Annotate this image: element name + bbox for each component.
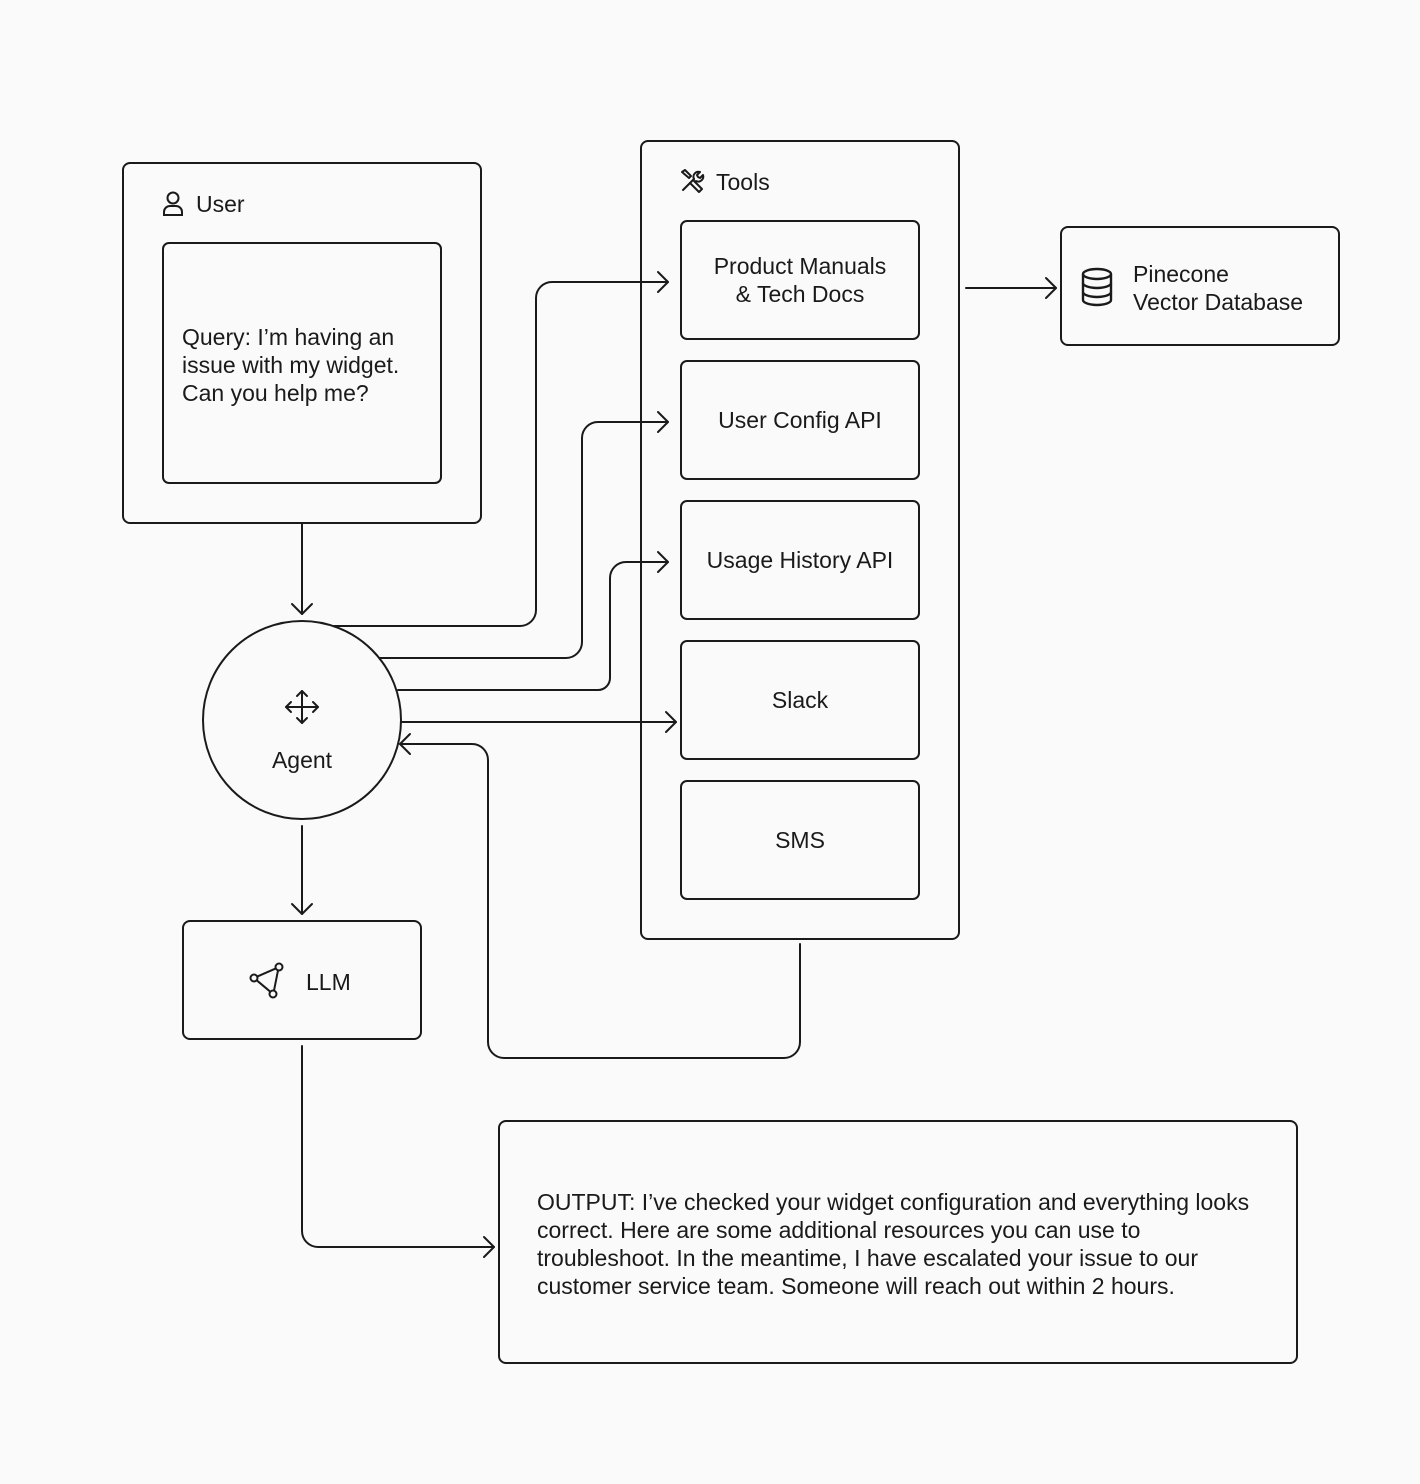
user-icon	[163, 191, 183, 216]
tool-usage-history-api: Usage History API	[680, 500, 920, 620]
output-text: OUTPUT: I’ve checked your widget configu…	[537, 1189, 1250, 1299]
tool-product-manuals: Product Manuals & Tech Docs	[680, 220, 920, 340]
agent-to-usage-history-arrow	[397, 551, 669, 691]
user-query-box	[162, 242, 442, 484]
user-title: User	[196, 191, 245, 217]
user-query-text: Query: I’m having an issue with my widge…	[182, 324, 400, 406]
tool-sms: SMS	[680, 780, 920, 900]
agent-to-user-config-arrow	[379, 411, 669, 659]
llm-node	[182, 920, 422, 1040]
user-panel	[122, 162, 482, 524]
agent-to-llm-arrow	[291, 825, 313, 915]
agent-node	[202, 620, 402, 820]
agent-to-slack-arrow	[401, 711, 677, 733]
agent-label: Agent	[271, 747, 333, 773]
output-panel	[498, 1120, 1298, 1364]
llm-label: LLM	[306, 969, 351, 995]
tool-slack: Slack	[680, 640, 920, 760]
tools-title: Tools	[716, 169, 770, 195]
tools-to-vector-db-arrow	[965, 277, 1057, 299]
network-nodes-icon	[249, 962, 284, 999]
database-icon	[1081, 267, 1113, 307]
tools-to-agent-arrow	[399, 733, 801, 1059]
llm-to-output-arrow	[301, 1045, 495, 1258]
user-to-agent-arrow	[291, 523, 313, 615]
move-arrows-icon	[285, 690, 319, 724]
vector-db-node	[1060, 226, 1340, 346]
agent-to-manuals-arrow	[333, 271, 669, 627]
tools-icon	[681, 169, 705, 193]
tools-panel	[640, 140, 960, 940]
vector-db-label: Pinecone Vector Database	[1133, 261, 1304, 315]
tool-user-config-api: User Config API	[680, 360, 920, 480]
